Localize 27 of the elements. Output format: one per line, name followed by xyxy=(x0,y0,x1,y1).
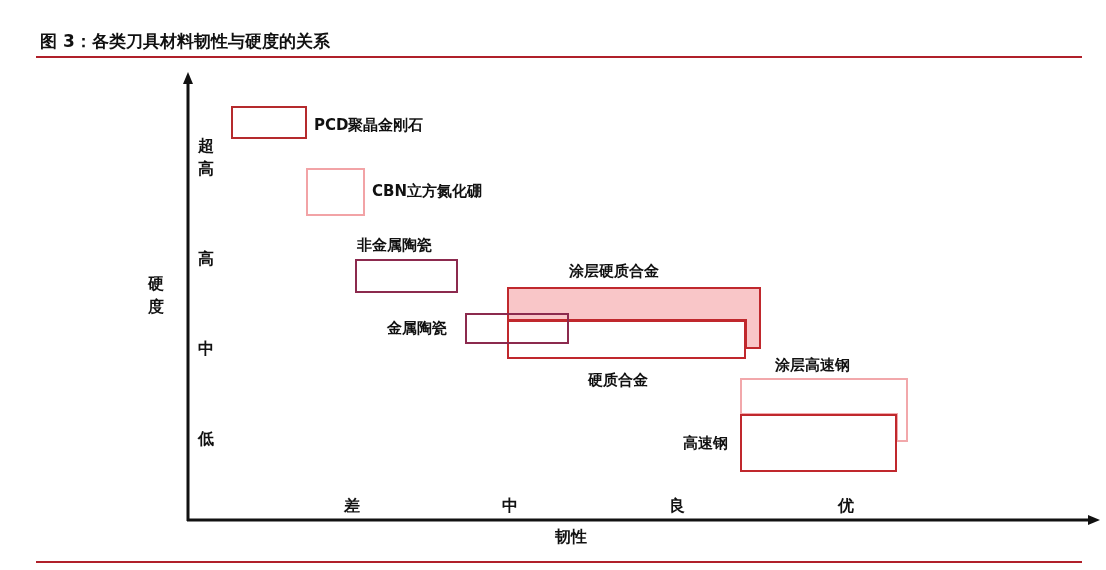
axis-tick-label: 低 xyxy=(198,429,214,449)
axis-tick-label: 韧性 xyxy=(555,527,587,547)
range-box xyxy=(740,378,908,442)
range-box xyxy=(355,259,458,293)
figure-title: 图 3：各类刀具材料韧性与硬度的关系 xyxy=(40,30,330,53)
axis-tick-label: 中 xyxy=(502,496,518,516)
range-box xyxy=(231,106,307,139)
axis-title: 超高 xyxy=(198,135,214,181)
material-label: PCD聚晶金刚石 xyxy=(314,115,424,135)
range-box xyxy=(306,168,365,216)
material-label: 高速钢 xyxy=(683,433,728,453)
range-box xyxy=(740,414,897,472)
range-box xyxy=(507,287,761,349)
axis-tick-label: 优 xyxy=(838,496,854,516)
material-label: 非金属陶瓷 xyxy=(357,235,432,255)
material-label: 金属陶瓷 xyxy=(387,318,447,338)
axis-tick-label: 中 xyxy=(198,339,214,359)
material-label: 硬质合金 xyxy=(588,370,648,390)
axis-tick-label: 高 xyxy=(198,249,214,269)
axis-title: 硬度 xyxy=(148,273,164,319)
axis-tick-label: 良 xyxy=(669,496,685,516)
axis-tick-label: 差 xyxy=(344,496,360,516)
range-box xyxy=(465,313,569,344)
material-label: CBN立方氮化硼 xyxy=(372,181,482,201)
range-box xyxy=(507,320,746,359)
material-label: 涂层硬质合金 xyxy=(569,261,659,281)
material-label: 涂层高速钢 xyxy=(775,355,850,375)
